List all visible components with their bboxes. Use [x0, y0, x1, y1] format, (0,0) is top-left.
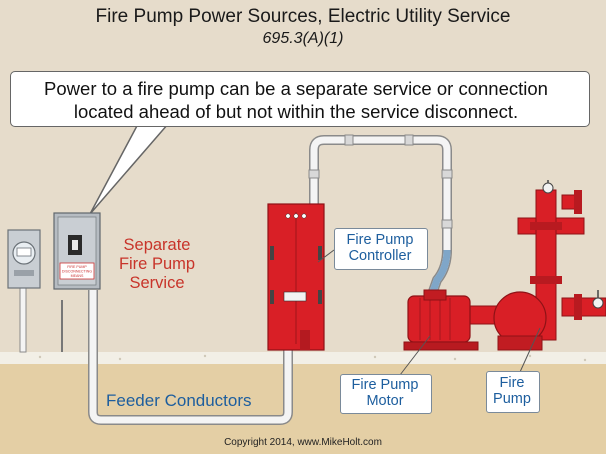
fire-pump-motor — [403, 289, 479, 351]
motor-label-box — [340, 374, 432, 414]
meter-conduit — [19, 287, 27, 353]
feeder-conduit — [89, 290, 292, 424]
motor-label: Fire Pump Motor — [340, 377, 430, 409]
fire-pump — [469, 291, 547, 351]
disconnect-label-line3: MEANS — [71, 274, 84, 278]
controller-pointer — [317, 249, 335, 263]
callout-line-2: located ahead of but not within the serv… — [73, 101, 519, 122]
controller-label-line-1: Fire Pump — [346, 232, 414, 248]
fire-pump-disconnect: FIRE PUMP DISCONNECTING MEANS — [53, 212, 101, 290]
code-reference: 695.3(A)(1) — [262, 30, 344, 47]
callout-box — [10, 71, 590, 127]
conduit-couplings — [308, 134, 453, 229]
controller-label: Fire Pump Controller — [334, 232, 426, 264]
controller-label-line-2: Controller — [348, 248, 412, 264]
motor-pointer — [399, 335, 431, 376]
callout-line-1: Power to a fire pump can be a separate s… — [44, 78, 548, 99]
separate-service-line-1: Separate — [123, 236, 191, 254]
controller-label-box — [334, 228, 428, 270]
callout-text: Power to a fire pump can be a separate s… — [16, 77, 576, 123]
copyright-notice: Copyright 2014, www.MikeHolt.com — [224, 437, 382, 448]
pump-label-line-2: Pump — [493, 391, 531, 407]
pump-label-box — [486, 371, 540, 413]
separate-service-line-3: Service — [129, 274, 185, 292]
disconnect-label-line1: FIRE PUMP — [67, 265, 87, 269]
separate-service-label: Separate Fire Pump Service — [108, 236, 206, 293]
disconnect-label-line2: DISCONNECTING — [62, 270, 92, 274]
motor-label-line-2: Motor — [366, 393, 404, 409]
pump-label: Fire Pump — [486, 375, 538, 407]
pump-pointer — [519, 327, 541, 373]
floor-slab — [0, 352, 606, 364]
diagram-title: Fire Pump Power Sources, Electric Utilit… — [95, 6, 511, 27]
pump-label-line-1: Fire — [499, 375, 525, 391]
motor-label-line-1: Fire Pump — [351, 377, 419, 393]
flex-conduit — [426, 249, 451, 302]
fire-pump-controller — [267, 203, 325, 351]
separate-service-line-2: Fire Pump — [118, 255, 196, 273]
feeder-conductors-label: Feeder Conductors — [106, 391, 252, 410]
utility-meter — [7, 229, 41, 289]
